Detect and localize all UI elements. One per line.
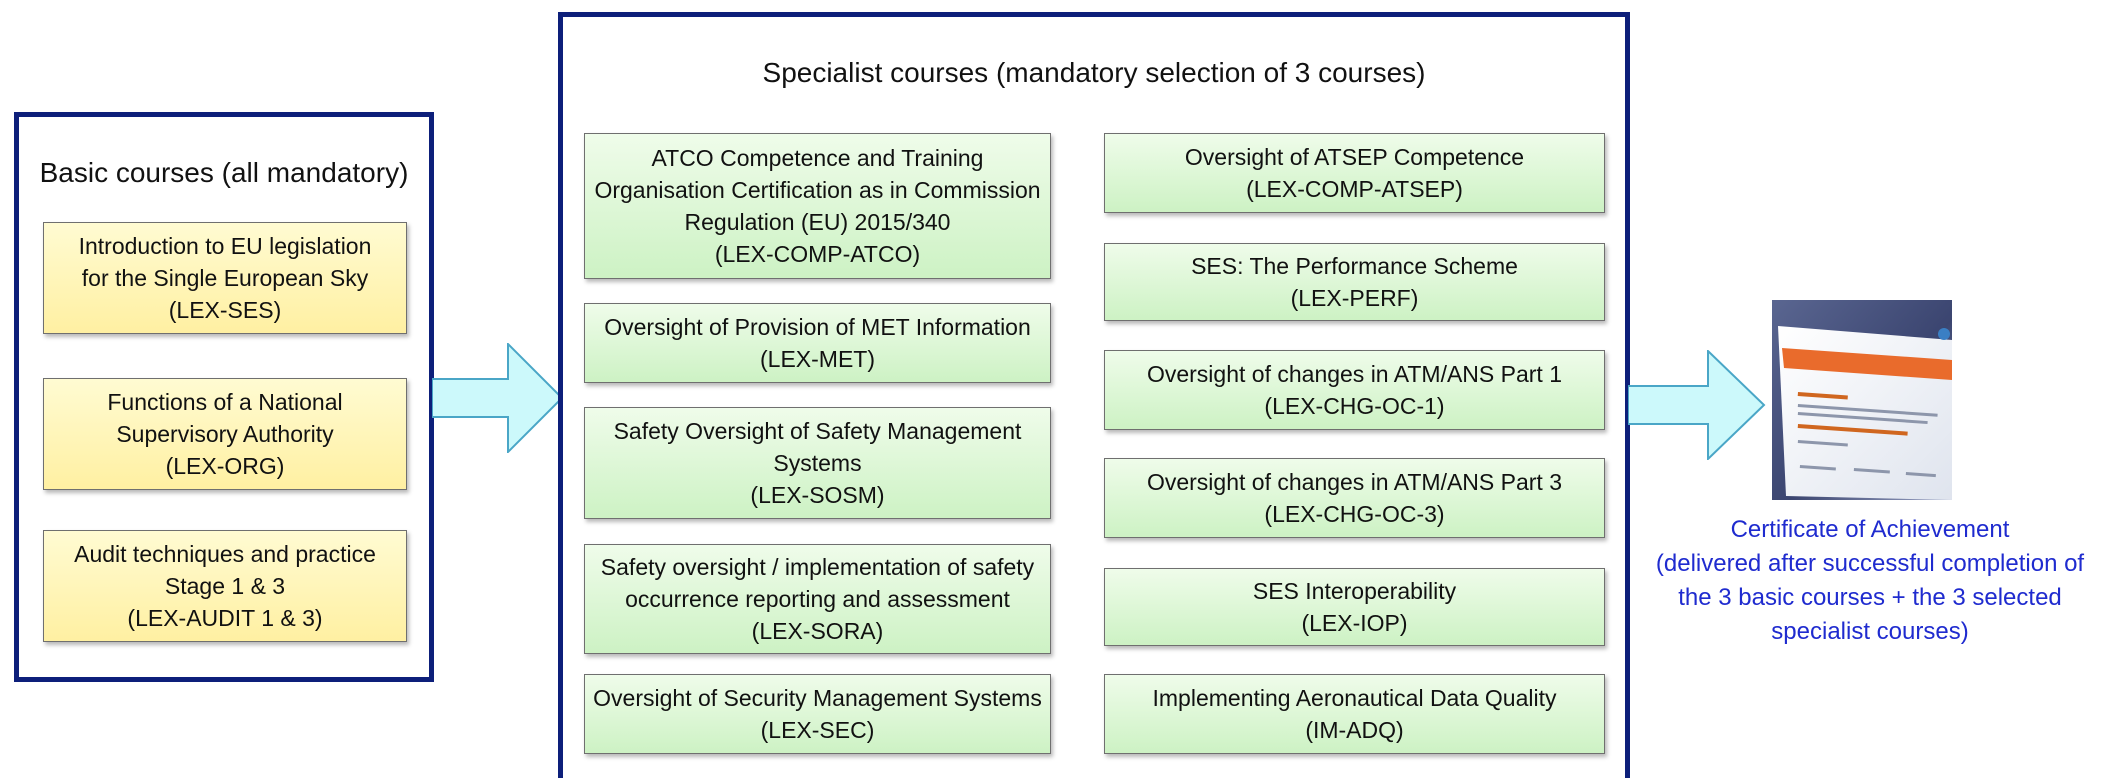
course-code: (LEX-CHG-OC-3) (1264, 501, 1445, 527)
course-code: (IM-ADQ) (1305, 717, 1404, 743)
course-line: ATCO Competence and Training (651, 145, 984, 171)
course-line: Oversight of Security Management Systems (593, 685, 1042, 711)
course-code: (LEX-COMP-ATCO) (714, 241, 921, 267)
course-line: Supervisory Authority (116, 421, 334, 447)
course-line: Implementing Aeronautical Data Quality (1152, 685, 1557, 711)
course-line: Functions of a National (107, 389, 343, 415)
certificate-caption: Certificate of Achievement (delivered af… (1625, 513, 2115, 649)
course-line: Oversight of changes in ATM/ANS Part 3 (1146, 469, 1563, 495)
course-box-im-adq: Implementing Aeronautical Data Quality (… (1104, 674, 1605, 754)
course-line: Organisation Certification as in Commiss… (594, 177, 1041, 203)
course-code: (LEX-SOSM) (750, 482, 885, 508)
course-box-lex-met: Oversight of Provision of MET Informatio… (584, 303, 1051, 383)
course-code: (LEX-CHG-OC-1) (1264, 393, 1445, 419)
course-box-lex-ses: Introduction to EU legislation for the S… (43, 222, 407, 334)
course-box-lex-chg-oc-3: Oversight of changes in ATM/ANS Part 3 (… (1104, 458, 1605, 538)
course-box-lex-audit: Audit techniques and practice Stage 1 & … (43, 530, 407, 642)
course-code: (LEX-IOP) (1301, 610, 1408, 636)
arrow-to-certificate-icon (1628, 350, 1766, 460)
course-box-lex-comp-atsep: Oversight of ATSEP Competence (LEX-COMP-… (1104, 133, 1605, 213)
certificate-caption-line: Certificate of Achievement (1730, 516, 2010, 543)
certificate-caption-line: specialist courses) (1771, 618, 1969, 645)
course-code: (LEX-SORA) (751, 618, 884, 644)
course-line: SES Interoperability (1252, 578, 1457, 604)
course-box-lex-sora: Safety oversight / implementation of saf… (584, 544, 1051, 654)
course-box-lex-org: Functions of a National Supervisory Auth… (43, 378, 407, 490)
specialist-courses-title: Specialist courses (mandatory selection … (762, 57, 1426, 88)
course-box-lex-iop: SES Interoperability (LEX-IOP) (1104, 568, 1605, 646)
course-code: (LEX-COMP-ATSEP) (1246, 176, 1463, 202)
course-line: Audit techniques and practice (74, 541, 376, 567)
course-box-lex-chg-oc-1: Oversight of changes in ATM/ANS Part 1 (… (1104, 350, 1605, 430)
certificate-caption-line: (delivered after successful completion o… (1655, 550, 2085, 577)
course-box-lex-sec: Oversight of Security Management Systems… (584, 674, 1051, 754)
course-code: (LEX-AUDIT 1 & 3) (127, 605, 323, 631)
arrow-to-specialist-icon (432, 343, 564, 453)
course-line: SES: The Performance Scheme (1191, 253, 1518, 279)
course-box-lex-perf: SES: The Performance Scheme (LEX-PERF) (1104, 243, 1605, 321)
course-line: Systems (773, 450, 862, 476)
course-line: occurrence reporting and assessment (625, 586, 1010, 612)
course-line: Oversight of Provision of MET Informatio… (604, 314, 1031, 340)
course-line: Oversight of changes in ATM/ANS Part 1 (1146, 361, 1563, 387)
course-line: Oversight of ATSEP Competence (1184, 144, 1525, 170)
course-code: (LEX-SES) (168, 297, 282, 323)
course-code: (LEX-MET) (760, 346, 875, 372)
course-line: for the Single European Sky (81, 265, 369, 291)
certificate-caption-line: the 3 basic courses + the 3 selected (1678, 584, 2062, 611)
course-line: Safety oversight / implementation of saf… (600, 554, 1035, 580)
course-line: Stage 1 & 3 (164, 573, 286, 599)
course-box-lex-sosm: Safety Oversight of Safety Management Sy… (584, 407, 1051, 519)
course-box-lex-comp-atco: ATCO Competence and Training Organisatio… (584, 133, 1051, 279)
basic-courses-title: Basic courses (all mandatory) (39, 157, 409, 188)
course-line: Introduction to EU legislation (78, 233, 372, 259)
course-code: (LEX-SEC) (760, 717, 875, 743)
course-code: (LEX-ORG) (165, 453, 285, 479)
certificate-document-icon (1772, 300, 1952, 500)
course-line: Safety Oversight of Safety Management (613, 418, 1022, 444)
course-line: Regulation (EU) 2015/340 (684, 209, 951, 235)
course-code: (LEX-PERF) (1290, 285, 1419, 311)
